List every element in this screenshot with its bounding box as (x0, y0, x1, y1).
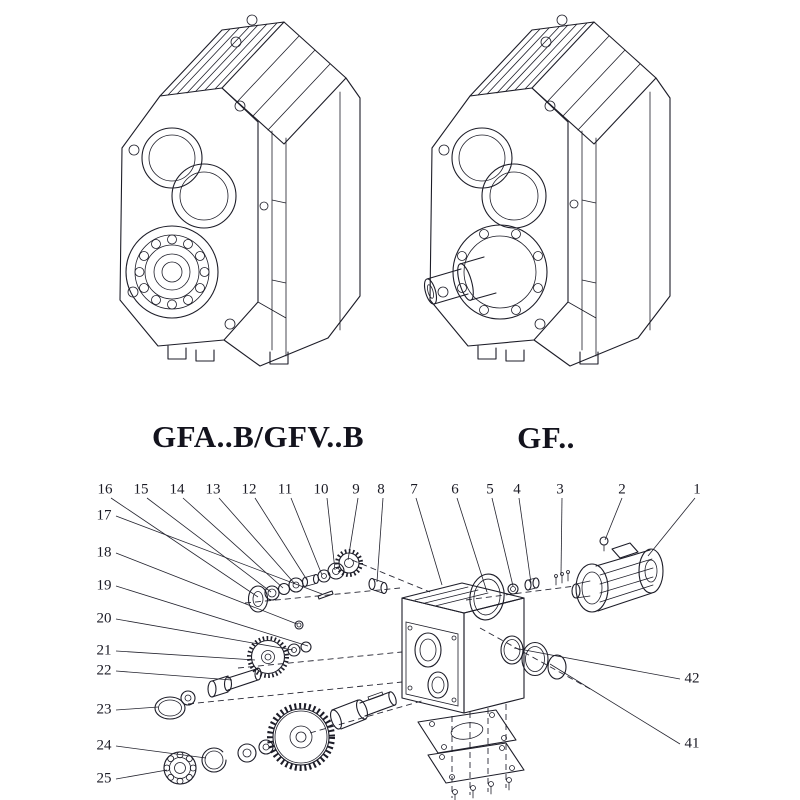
callout-2: 2 (618, 481, 626, 498)
callout-20: 20 (96, 610, 112, 627)
callout-17: 17 (96, 507, 112, 524)
callout-11: 11 (277, 481, 293, 498)
callout-12: 12 (241, 481, 257, 498)
callout-13: 13 (205, 481, 221, 498)
callout-10: 10 (313, 481, 329, 498)
callout-25: 25 (96, 770, 112, 787)
callout-4: 4 (513, 481, 521, 498)
input-parts-cluster (247, 549, 388, 630)
callout-9: 9 (352, 481, 360, 498)
output-parts-cluster (163, 691, 397, 785)
callout-19: 19 (96, 577, 112, 594)
cover-plates (417, 709, 525, 800)
callout-8: 8 (377, 481, 385, 498)
callout-3: 3 (556, 481, 564, 498)
model-label-gf: GF.. (517, 420, 575, 455)
callout-41: 41 (684, 735, 700, 752)
callout-5: 5 (486, 481, 494, 498)
model-label-gfab: GFA..B/GFV..B (151, 419, 365, 454)
gearbox-drawing-gf (423, 14, 671, 367)
callout-18: 18 (96, 544, 112, 561)
callout-leader-lines (110, 497, 696, 780)
callout-22: 22 (96, 662, 112, 679)
exploded-housing (401, 582, 525, 714)
output-bearing (125, 225, 219, 319)
callout-15: 15 (133, 481, 149, 498)
gearbox-drawing-gfab (119, 14, 361, 367)
callout-6: 6 (451, 481, 459, 498)
output-shaft-flange (423, 224, 548, 320)
adapter-parts (469, 570, 570, 621)
motor-assembly (571, 536, 664, 613)
callout-7: 7 (410, 481, 418, 498)
callout-14: 14 (169, 481, 185, 498)
callout-21: 21 (96, 642, 112, 659)
callout-1: 1 (693, 481, 701, 498)
exploded-view-drawing (154, 536, 664, 800)
callout-42: 42 (684, 670, 700, 687)
intermediate-parts-cluster (154, 636, 312, 720)
callout-23: 23 (96, 701, 112, 718)
callout-24: 24 (96, 737, 112, 754)
callout-16: 16 (97, 481, 113, 498)
